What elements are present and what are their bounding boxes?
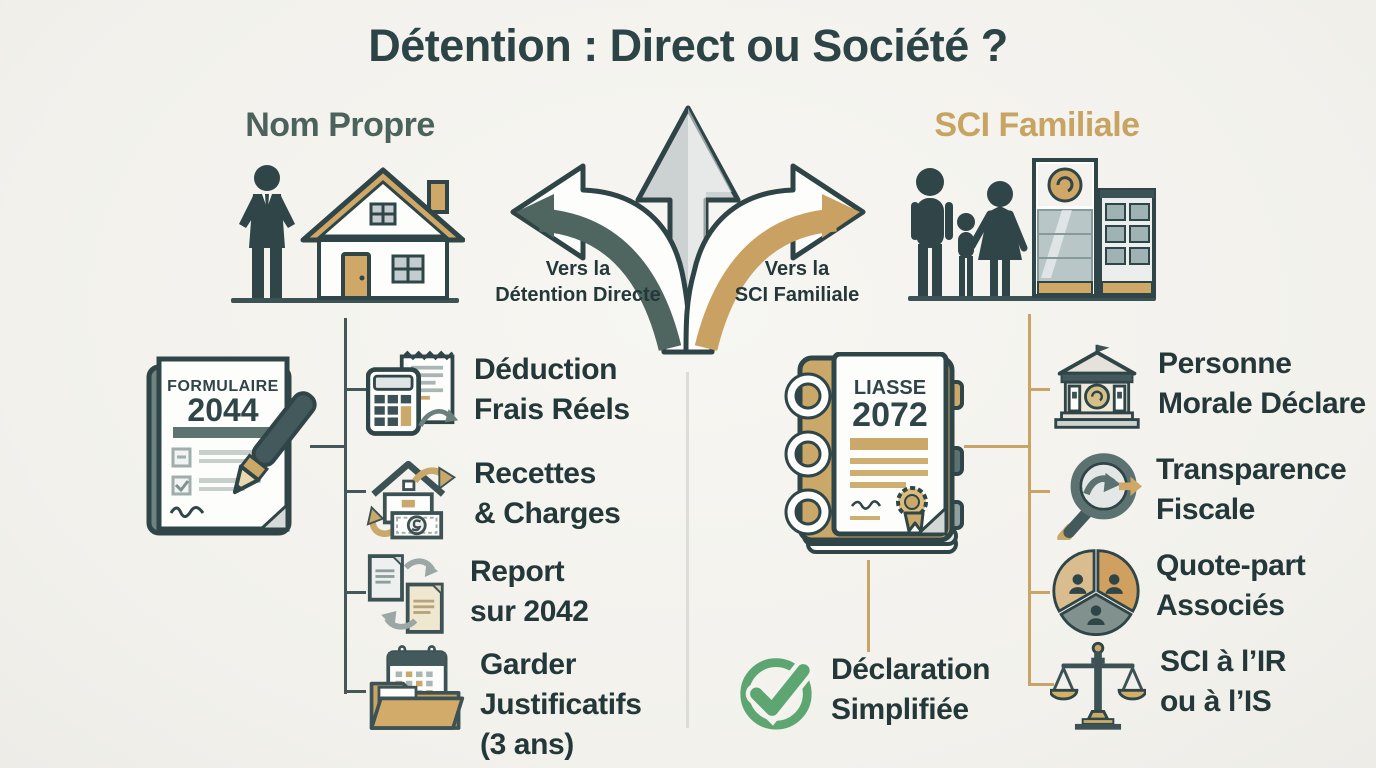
right-tick-2 [1031,490,1050,493]
list-item-label: SCI à l’IR ou à l’IS [1160,645,1287,718]
magnifier-arrow-icon [1057,453,1142,540]
form-connector [310,445,344,448]
bank-institution-icon [1054,344,1140,429]
branch-label-direct: Vers la Détention Directe [495,258,661,306]
list-item-quote-part: Quote-part Associés [1050,544,1306,636]
list-item-label: Quote-part Associés [1156,549,1306,622]
list-item-label: Déduction Frais Réels [474,353,630,426]
binder-number-text: 2072 [852,396,928,434]
list-item-label: Garder Justificatifs (3 ans) [480,648,642,761]
documents-transfer-icon [367,554,444,634]
list-item-label: Déclaration Simplifiée [831,653,990,726]
book-connector [964,445,1028,448]
list-item-label: Report sur 2042 [470,555,589,628]
list-item-recettes: Recettes & Charges [366,452,621,544]
list-item-report: Report sur 2042 [366,550,589,638]
list-item-sci-ir-is: SCI à l’IR ou à l’IS [1050,640,1286,732]
liasse-binder-icon: LIASSE 2072 [784,352,964,554]
form-with-pen-icon: FORMULAIRE 2044 [146,356,317,536]
calculator-receipt-icon [366,350,459,436]
owner-and-house-icon [231,165,465,303]
list-item-personne-morale: Personne Morale Déclare [1050,342,1366,432]
house-money-exchange-icon [366,460,457,540]
family-and-building-icon [908,158,1156,301]
right-branch-line [1028,314,1031,686]
three-way-arrow-icon [510,105,866,355]
page-title: Détention : Direct ou Société ? [368,20,1008,71]
left-tick-2 [347,490,366,493]
branch-label-sci: Vers la SCI Familiale [734,258,860,306]
list-item-justificatifs: Garder Justificatifs (3 ans) [366,643,642,765]
pie-associates-icon [1052,549,1140,636]
center-divider [686,372,689,728]
left-tick-3 [347,591,366,594]
list-item-label: Personne Morale Déclare [1158,347,1366,420]
balance-scale-icon [1050,641,1146,730]
list-item-declaration-simplifiee: Déclaration Simplifiée [735,648,990,732]
form-title-text: FORMULAIRE [167,378,279,395]
left-branch-line [344,318,347,694]
right-tick-3 [1031,591,1050,594]
form-number-text: 2044 [187,392,258,428]
right-elbow [1028,683,1054,686]
right-tick-1 [1031,388,1050,391]
left-tick-1 [347,388,366,391]
list-item-label: Recettes & Charges [474,457,621,530]
list-item-deduction: Déduction Frais Réels [366,348,630,440]
left-tick-4 [347,690,366,693]
book-down-connector [867,560,870,652]
list-item-label: Transparence Fiscale [1156,453,1347,526]
heading-sci-familiale: SCI Familiale [934,106,1140,144]
heading-nom-propre: Nom Propre [245,106,435,144]
list-item-transparence: Transparence Fiscale [1050,448,1347,540]
folder-calendar-icon [369,645,465,730]
check-circle-icon [740,658,815,730]
binder-title-text: LIASSE [854,377,926,399]
